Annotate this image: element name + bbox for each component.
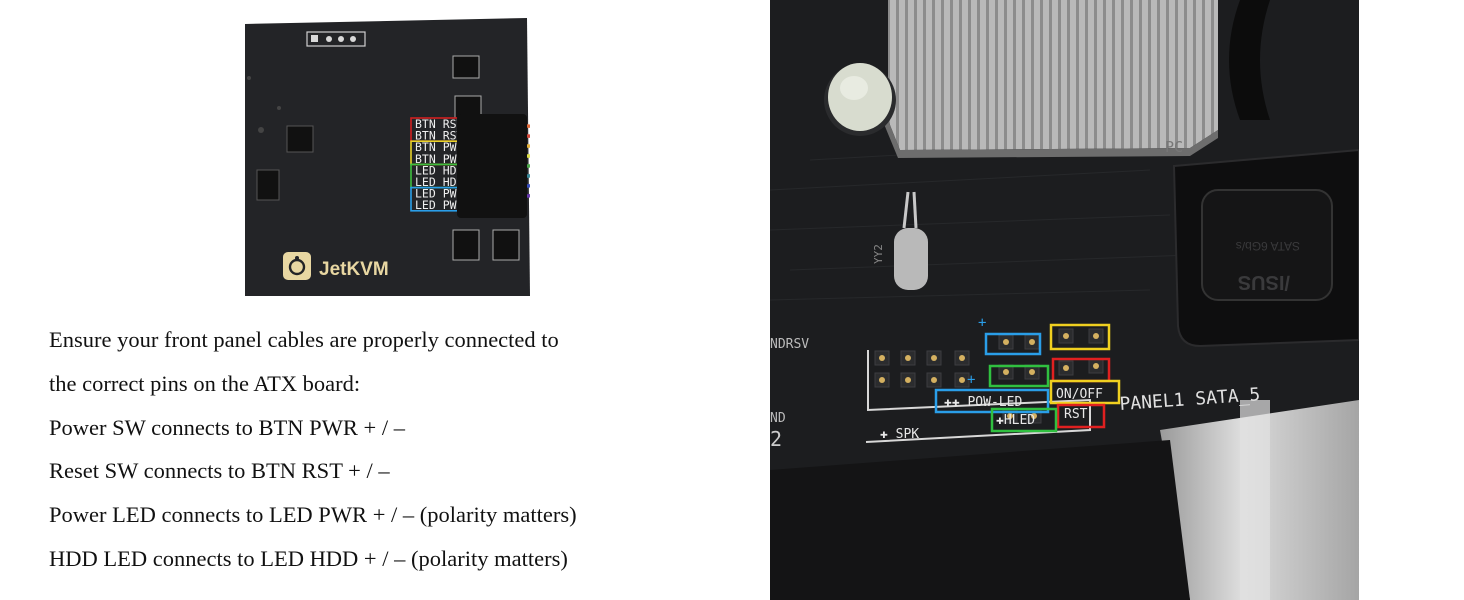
header-pin bbox=[905, 377, 911, 383]
jetkvm-logo-icon bbox=[283, 252, 311, 280]
rst-label: RST bbox=[1064, 407, 1088, 422]
pin-label-7: LED PWR+ bbox=[415, 187, 470, 201]
header-pin bbox=[959, 377, 965, 383]
pin-label-5: LED HDD+ bbox=[415, 163, 470, 177]
yy2-label: YY2 bbox=[872, 244, 885, 264]
top-pin-header bbox=[306, 31, 366, 47]
pin-label-2: BTN RST- bbox=[415, 129, 470, 143]
top-component-1 bbox=[452, 55, 480, 79]
bottom-component-1 bbox=[452, 229, 480, 261]
pow-led-label: ✚✚ POW-LED bbox=[944, 395, 1022, 410]
pin-label-6: LED HDD- bbox=[415, 175, 470, 189]
pin-label-1: BTN RST+ bbox=[415, 117, 470, 131]
pin-label-group: BTN RST+BTN RST-BTN PWR+BTN PWR-LED HDD+… bbox=[415, 117, 470, 212]
heatsink bbox=[888, 0, 1218, 150]
ndrsv-label: NDRSV bbox=[770, 337, 809, 352]
pc-label: PC bbox=[1165, 138, 1183, 156]
small-chip bbox=[256, 169, 280, 201]
instruction-line-1: Ensure your front panel cables are prope… bbox=[49, 327, 559, 352]
instruction-line-5: Power LED connects to LED PWR + / – (pol… bbox=[49, 502, 577, 528]
spk-label: ✚ SPK bbox=[880, 427, 919, 442]
silkscreen-outline bbox=[865, 350, 1091, 443]
header-pin bbox=[1063, 365, 1069, 371]
header-pin bbox=[931, 355, 937, 361]
on-off-label: ON/OFF bbox=[1056, 387, 1103, 402]
pin-highlight-boxes bbox=[934, 323, 1121, 433]
pin-label-4: BTN PWR- bbox=[415, 152, 470, 166]
two-label: 2 bbox=[770, 427, 782, 451]
crystal-yy2 bbox=[894, 228, 928, 290]
plus-marker-1: + bbox=[978, 315, 986, 331]
header-pin bbox=[1029, 369, 1035, 375]
header-pin bbox=[1093, 333, 1099, 339]
header-pin bbox=[879, 355, 885, 361]
box-on-off bbox=[1049, 379, 1121, 405]
nd-label: ND bbox=[770, 411, 786, 426]
header-pin bbox=[1003, 339, 1009, 345]
header-pin bbox=[1031, 413, 1037, 419]
header-pin bbox=[1093, 363, 1099, 369]
motherboard-photo: /ISUS SATA 6Gb/s PC YY2 NDRSV ND 2 ✚✚ PO… bbox=[770, 0, 1359, 600]
box-hled-top bbox=[988, 364, 1050, 388]
hled-label: ✚HLED bbox=[996, 413, 1035, 428]
header-pin bbox=[1003, 369, 1009, 375]
box-on-off-top bbox=[1049, 323, 1111, 351]
sata-port-label: SATA 6Gb/s bbox=[1236, 239, 1300, 253]
header-pin bbox=[905, 355, 911, 361]
connector-housing bbox=[457, 114, 527, 218]
jetkvm-board-photo: JetKVM BTN RST+BTN RST-BTN PWR+BTN PWR-L… bbox=[245, 18, 530, 296]
bottom-component-2 bbox=[492, 229, 520, 261]
pcb bbox=[245, 18, 530, 296]
box-hled bbox=[990, 407, 1058, 433]
pin-label-3: BTN PWR+ bbox=[415, 140, 470, 154]
asus-logo: /ISUS bbox=[1238, 271, 1290, 293]
box-rst bbox=[1056, 403, 1106, 429]
instruction-line-2: the correct pins on the ATX board: bbox=[49, 370, 361, 396]
header-pin bbox=[959, 355, 965, 361]
header-pin bbox=[931, 377, 937, 383]
top-pin-square bbox=[311, 35, 318, 42]
jetkvm-logo-text: JetKVM bbox=[319, 259, 389, 280]
instruction-line-6: HDD LED connects to LED HDD + / – (polar… bbox=[49, 545, 568, 571]
mcu-chip bbox=[286, 125, 314, 153]
header-pin bbox=[879, 377, 885, 383]
header-pin bbox=[1007, 413, 1013, 419]
pin-label-8: LED PWR- bbox=[415, 198, 470, 212]
header-pin bbox=[1029, 339, 1035, 345]
instructions-text: Ensure your front panel cables are prope… bbox=[49, 318, 709, 581]
header-pin bbox=[1063, 333, 1069, 339]
black-cable bbox=[1229, 0, 1270, 120]
plus-marker-2: + bbox=[967, 372, 975, 388]
instruction-line-4: Reset SW connects to BTN RST + / – bbox=[49, 458, 390, 484]
box-pow-led-top bbox=[984, 332, 1042, 356]
instruction-line-3: Power SW connects to BTN PWR + / – bbox=[49, 414, 406, 440]
